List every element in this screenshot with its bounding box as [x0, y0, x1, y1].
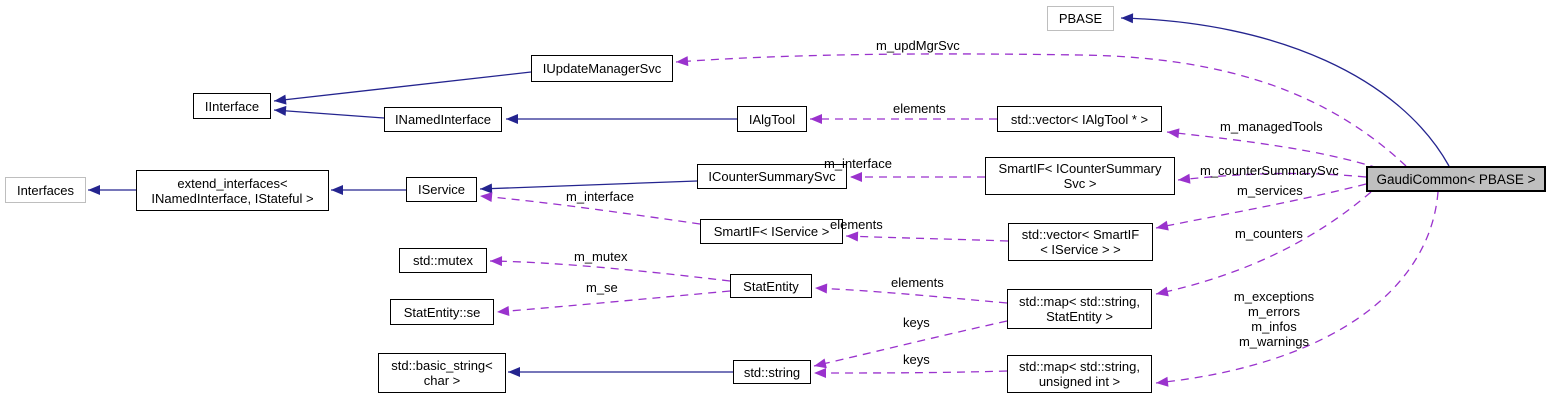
edge-usage-map-keys-lower — [813, 367, 1008, 378]
node-ialgtool[interactable]: IAlgTool — [737, 106, 807, 132]
edge-label-m-countersummarysvc: m_counterSummarySvc — [1200, 163, 1339, 178]
edge-label-elements-statentity: elements — [891, 275, 944, 290]
edge-usage-mutex — [489, 256, 731, 282]
edge-label-m-se: m_se — [586, 280, 618, 295]
node-iservice[interactable]: IService — [406, 177, 477, 202]
edge-label-m-counters: m_counters — [1235, 226, 1303, 241]
node-map-string-statentity[interactable]: std::map< std::string, StatEntity > — [1007, 289, 1152, 329]
node-std-string[interactable]: std::string — [733, 360, 811, 384]
node-std-mutex[interactable]: std::mutex — [399, 248, 487, 273]
edge-label-m-interface-icss: m_interface — [824, 156, 892, 171]
node-icountersummarysvc[interactable]: ICounterSummarySvc — [697, 164, 847, 189]
edge-label-m-services: m_services — [1237, 183, 1303, 198]
edge-inherit-gaudicommon-pbase — [1120, 13, 1450, 167]
node-smartif-iservice[interactable]: SmartIF< IService > — [700, 219, 843, 244]
edge-label-m-mutex: m_mutex — [574, 249, 628, 264]
node-iinterface[interactable]: IInterface — [193, 93, 271, 119]
node-iupdatemanagersvc[interactable]: IUpdateManagerSvc — [531, 55, 673, 82]
edge-label-elements-ialgtool: elements — [893, 101, 946, 116]
edge-label-elements-smartif: elements — [830, 217, 883, 232]
node-map-string-unsigned-int[interactable]: std::map< std::string, unsigned int > — [1007, 355, 1152, 393]
node-statentity-se[interactable]: StatEntity::se — [390, 299, 494, 325]
edge-label-keys-lower: keys — [903, 352, 930, 367]
node-std-basic-string[interactable]: std::basic_string< char > — [378, 353, 506, 393]
edge-inherit-iupdatemanagersvc-iinterface — [273, 71, 532, 105]
node-extend-interfaces[interactable]: extend_interfaces< INamedInterface, ISta… — [136, 170, 329, 211]
node-smartif-icountersummarysvc[interactable]: SmartIF< ICounterSummary Svc > — [985, 157, 1175, 195]
node-pbase: PBASE — [1047, 6, 1114, 31]
edge-inherit-inamedinterface-iinterface — [273, 105, 385, 119]
edge-label-m-updmgrsvc: m_updMgrSvc — [876, 38, 960, 53]
node-statentity[interactable]: StatEntity — [730, 274, 812, 298]
node-vector-ialgtool[interactable]: std::vector< IAlgTool * > — [997, 106, 1162, 132]
edge-usage-map-elements-statentity — [814, 283, 1008, 304]
edge-label-exceptions-errors-infos-warnings: m_exceptions m_errors m_infos m_warnings — [1233, 289, 1315, 349]
node-vector-smartif-iservice[interactable]: std::vector< SmartIF < IService > > — [1008, 223, 1153, 261]
node-inamedinterface[interactable]: INamedInterface — [384, 107, 502, 132]
node-gaudicommon-pbase: GaudiCommon< PBASE > — [1366, 166, 1546, 192]
edge-label-keys-upper: keys — [903, 315, 930, 330]
edge-usage-exceptions-errors-infos-warnings — [1155, 191, 1439, 387]
node-interfaces: Interfaces — [5, 177, 86, 203]
edge-usage-counters — [1155, 191, 1372, 297]
edge-usage-vector-elements-smartif — [845, 231, 1009, 242]
edge-label-m-interface-iservice: m_interface — [566, 189, 634, 204]
edge-label-m-managedtools: m_managedTools — [1220, 119, 1323, 134]
edge-inherit-icountersummarysvc-iservice — [479, 180, 698, 194]
